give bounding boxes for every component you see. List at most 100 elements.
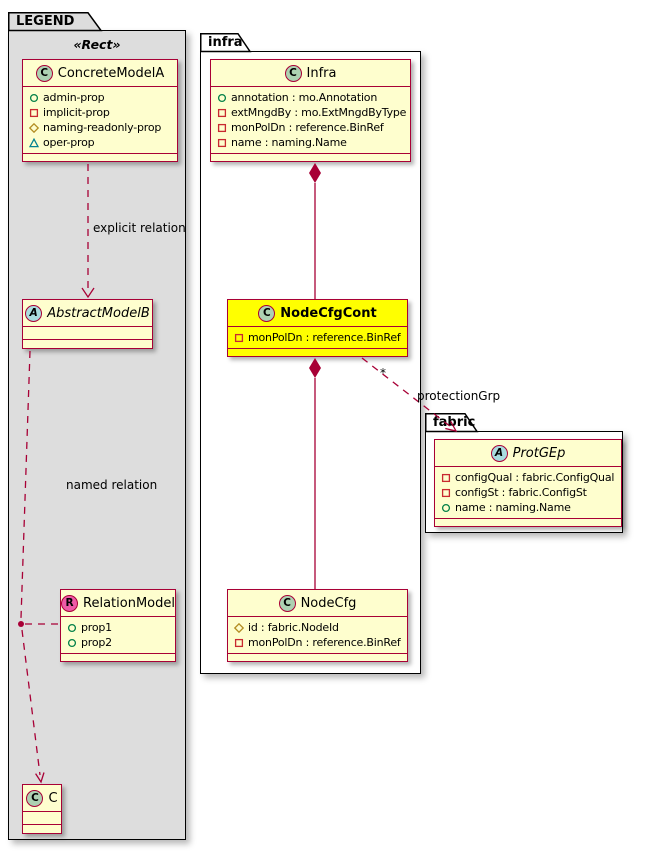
edge-label-protectiongrp: protectionGrp [417,389,501,403]
abstract-spot-icon: A [25,304,43,322]
private-square-icon [441,488,451,497]
fields-compartment: prop1 prop2 [61,616,175,653]
field-text: configSt : fabric.ConfigSt [455,486,587,499]
field-text: id : fabric.NodeId [248,621,339,634]
class-header: C Infra [211,60,410,86]
class-spot-icon: C [278,594,296,612]
field-text: configQual : fabric.ConfigQual [455,471,615,484]
class-nodecfg: C NodeCfg id : fabric.NodeId monPolDn : … [227,589,408,662]
private-square-icon [217,123,227,132]
field-row: name : naming.Name [211,135,410,150]
class-name: Infra [306,65,337,81]
class-header: A AbstractModelB [23,300,152,326]
class-name: NodeCfg [300,595,357,611]
private-square-icon [441,473,451,482]
class-abstractmodelb: A AbstractModelB [22,299,153,349]
public-circle-icon [441,503,451,512]
class-nodecfgcont: C NodeCfgCont monPolDn : reference.BinRe… [227,299,408,357]
field-row: oper-prop [23,135,177,150]
methods-compartment [61,653,175,661]
class-header: C C [23,785,61,811]
fields-compartment: annotation : mo.Annotation extMngdBy : m… [211,86,410,153]
field-row: configSt : fabric.ConfigSt [435,485,621,500]
class-name: AbstractModelB [47,305,150,321]
edge-label-explicit-relation: explicit relation [93,221,186,235]
infra-package-tab [200,33,252,53]
class-spot-icon: C [258,304,276,322]
field-row: naming-readonly-prop [23,120,177,135]
class-name: NodeCfgCont [280,305,377,321]
class-c: C C [22,784,62,834]
field-row: admin-prop [23,90,177,105]
private-square-icon [217,108,227,117]
class-spot-icon: C [35,64,53,82]
legend-package-tab [8,12,103,32]
field-row: monPolDn : reference.BinRef [211,120,410,135]
field-text: monPolDn : reference.BinRef [231,121,384,134]
methods-compartment [23,153,177,161]
class-relationmodel: R RelationModel prop1 prop2 [60,589,176,662]
private-square-icon [234,333,244,342]
private-square-icon [234,638,244,647]
field-text: extMngdBy : mo.ExtMngdByType [231,106,407,119]
field-row: annotation : mo.Annotation [211,90,410,105]
class-spot-icon: C [284,64,302,82]
class-name: ProtGEp [512,445,566,461]
field-row: prop2 [61,635,175,650]
field-row: implicit-prop [23,105,177,120]
field-text: implicit-prop [43,106,110,119]
relation-spot-icon: R [61,594,79,612]
class-name: ConcreteModelA [57,65,165,81]
field-row: name : naming.Name [435,500,621,515]
fabric-package-name: fabric [433,415,476,430]
class-name: C [48,790,58,806]
methods-compartment [211,153,410,161]
class-header: C ConcreteModelA [23,60,177,86]
public-circle-icon [67,638,77,647]
methods-compartment [435,518,621,526]
class-infra: C Infra annotation : mo.Annotation extMn… [210,59,411,162]
field-text: name : naming.Name [455,501,571,514]
methods-compartment [23,339,152,348]
field-text: name : naming.Name [231,136,347,149]
field-row: extMngdBy : mo.ExtMngdByType [211,105,410,120]
protected-diamond-icon [234,622,244,633]
class-header: C NodeCfgCont [228,300,407,326]
fields-compartment: monPolDn : reference.BinRef [228,326,407,348]
fields-compartment [23,811,61,824]
public-circle-icon [29,93,39,102]
field-text: prop1 [81,621,112,634]
fields-compartment [23,326,152,339]
package-triangle-icon [29,137,39,147]
field-text: monPolDn : reference.BinRef [248,331,401,344]
field-text: admin-prop [43,91,105,104]
fields-compartment: configQual : fabric.ConfigQual configSt … [435,466,621,518]
field-text: monPolDn : reference.BinRef [248,636,401,649]
public-circle-icon [217,93,227,102]
public-circle-icon [67,623,77,632]
class-header: A ProtGEp [435,440,621,466]
field-text: annotation : mo.Annotation [231,91,378,104]
class-protgep: A ProtGEp configQual : fabric.ConfigQual… [434,439,622,527]
class-name: RelationModel [83,595,175,611]
field-row: monPolDn : reference.BinRef [228,330,407,345]
field-row: monPolDn : reference.BinRef [228,635,407,650]
legend-package-name: LEGEND [16,14,75,29]
private-square-icon [217,138,227,147]
field-row: prop1 [61,620,175,635]
edge-label-named-relation: named relation [66,478,158,492]
protected-diamond-icon [29,122,39,133]
field-row: configQual : fabric.ConfigQual [435,470,621,485]
private-square-icon [29,108,39,117]
field-text: prop2 [81,636,112,649]
methods-compartment [228,653,407,661]
field-text: oper-prop [43,136,95,149]
methods-compartment [23,824,61,833]
methods-compartment [228,348,407,356]
field-row: id : fabric.NodeId [228,620,407,635]
legend-stereotype: «Rect» [73,37,121,52]
class-header: C NodeCfg [228,590,407,616]
fields-compartment: id : fabric.NodeId monPolDn : reference.… [228,616,407,653]
class-concretemodela: C ConcreteModelA admin-prop implicit-pro… [22,59,178,162]
